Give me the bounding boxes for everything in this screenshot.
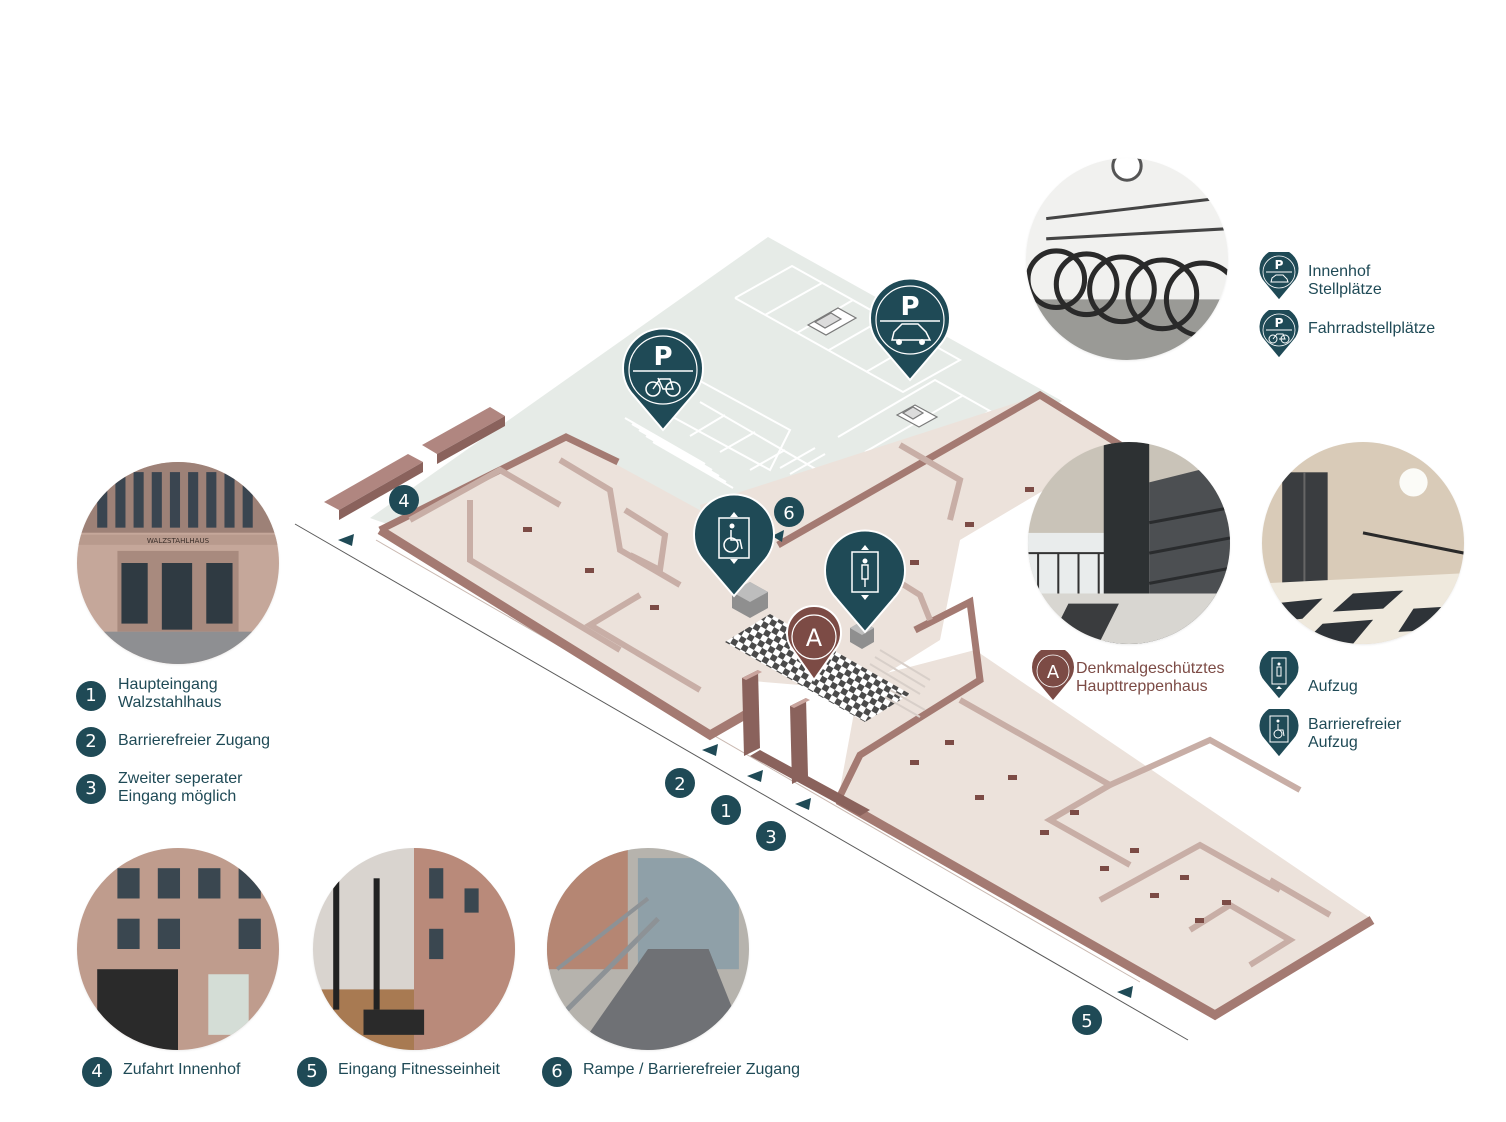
marker-5: 5 bbox=[1072, 1005, 1102, 1035]
elevator-hall-photo bbox=[1262, 442, 1464, 644]
bike-stands bbox=[624, 417, 826, 489]
exterior-wall bbox=[834, 596, 984, 802]
columns bbox=[523, 487, 1231, 923]
svg-text:4: 4 bbox=[398, 491, 409, 512]
car-parking-icon: P bbox=[1258, 252, 1300, 301]
bicycle-parking-icon: P bbox=[1258, 310, 1300, 359]
elevator-icon bbox=[1258, 651, 1300, 700]
legend-label-accessible-elevator: Barrierefreier Aufzug bbox=[1308, 716, 1402, 751]
caption-num-4: 4 bbox=[82, 1057, 112, 1087]
marker-3: 3 bbox=[756, 821, 786, 851]
exterior-wall bbox=[377, 526, 753, 741]
elevator-pin-icon bbox=[824, 529, 906, 634]
staircase-photo bbox=[1028, 442, 1230, 644]
ramp-photo bbox=[547, 848, 749, 1050]
exterior-wall bbox=[776, 390, 1127, 549]
accessible-elevator-icon bbox=[1258, 709, 1300, 758]
bicycles-photo bbox=[1026, 158, 1228, 360]
caption-num-5: 5 bbox=[297, 1057, 327, 1087]
marker-6: 6 bbox=[774, 497, 804, 527]
bicycle-parking-pin-icon: P bbox=[622, 327, 704, 432]
car-parking-pin-icon: P bbox=[869, 277, 951, 382]
legend-label-bike-parking: Fahrradstellplätze bbox=[1308, 320, 1436, 337]
fitness-entrance-photo bbox=[313, 848, 515, 1050]
legend-num-3: 3 bbox=[76, 774, 106, 804]
courtyard-entrance-photo bbox=[77, 848, 279, 1050]
car-icon bbox=[895, 404, 939, 428]
planter-wall bbox=[422, 407, 505, 454]
walzstahlhaus-facade-photo: WALZSTAHLHAUS bbox=[77, 462, 279, 664]
legend-num-2: 2 bbox=[76, 727, 106, 757]
svg-text:P: P bbox=[1275, 316, 1284, 330]
svg-text:5: 5 bbox=[1081, 1011, 1092, 1032]
marker-2: 2 bbox=[665, 768, 695, 798]
entrance-pillar bbox=[790, 698, 808, 784]
caption-num-6: 6 bbox=[542, 1057, 572, 1087]
accessible-elevator-pin-icon bbox=[693, 493, 775, 598]
interior-walls bbox=[408, 442, 1332, 968]
legend-label-heritage-staircase: Denkmalgeschütztes Haupttreppenhaus bbox=[1076, 660, 1225, 695]
heritage-staircase-pin-icon: A bbox=[786, 605, 842, 682]
svg-text:A: A bbox=[806, 624, 823, 652]
svg-text:WALZSTAHLHAUS: WALZSTAHLHAUS bbox=[147, 536, 210, 545]
svg-text:P: P bbox=[1275, 258, 1284, 272]
svg-text:1: 1 bbox=[720, 801, 731, 822]
caption-ramp: Rampe / Barrierefreier Zugang bbox=[583, 1061, 800, 1078]
entrance-pillar bbox=[742, 670, 760, 756]
legend-label-second-entrance: Zweiter seperater Eingang möglich bbox=[118, 770, 243, 805]
legend-label-accessible-access: Barrierefreier Zugang bbox=[118, 732, 271, 749]
svg-text:P: P bbox=[900, 292, 919, 322]
marker-1: 1 bbox=[711, 795, 741, 825]
planter-wall bbox=[324, 454, 423, 510]
street-line bbox=[375, 539, 1141, 983]
legend-num-1: 1 bbox=[76, 681, 106, 711]
svg-text:2: 2 bbox=[674, 774, 685, 795]
svg-text:P: P bbox=[653, 342, 672, 372]
caption-fitness-entrance: Eingang Fitnesseinheit bbox=[338, 1061, 500, 1078]
street-line bbox=[294, 523, 1189, 1041]
caption-courtyard-access: Zufahrt Innenhof bbox=[123, 1061, 241, 1078]
legend-label-elevator: Aufzug bbox=[1308, 678, 1358, 695]
heritage-staircase-icon: A bbox=[1032, 650, 1074, 700]
legend-label-main-entrance: Haupteingang Walzstahlhaus bbox=[118, 676, 222, 711]
car-icon bbox=[806, 307, 858, 336]
svg-text:A: A bbox=[1047, 662, 1060, 683]
exterior-wall bbox=[835, 796, 1375, 1021]
svg-text:6: 6 bbox=[783, 503, 794, 524]
entrance-arrow bbox=[338, 530, 1133, 998]
marker-4: 4 bbox=[389, 485, 419, 515]
stairs bbox=[869, 649, 931, 718]
legend-label-car-parking: Innenhof Stellplätze bbox=[1308, 263, 1382, 298]
building-floor bbox=[838, 650, 1370, 1015]
svg-text:3: 3 bbox=[765, 827, 776, 848]
